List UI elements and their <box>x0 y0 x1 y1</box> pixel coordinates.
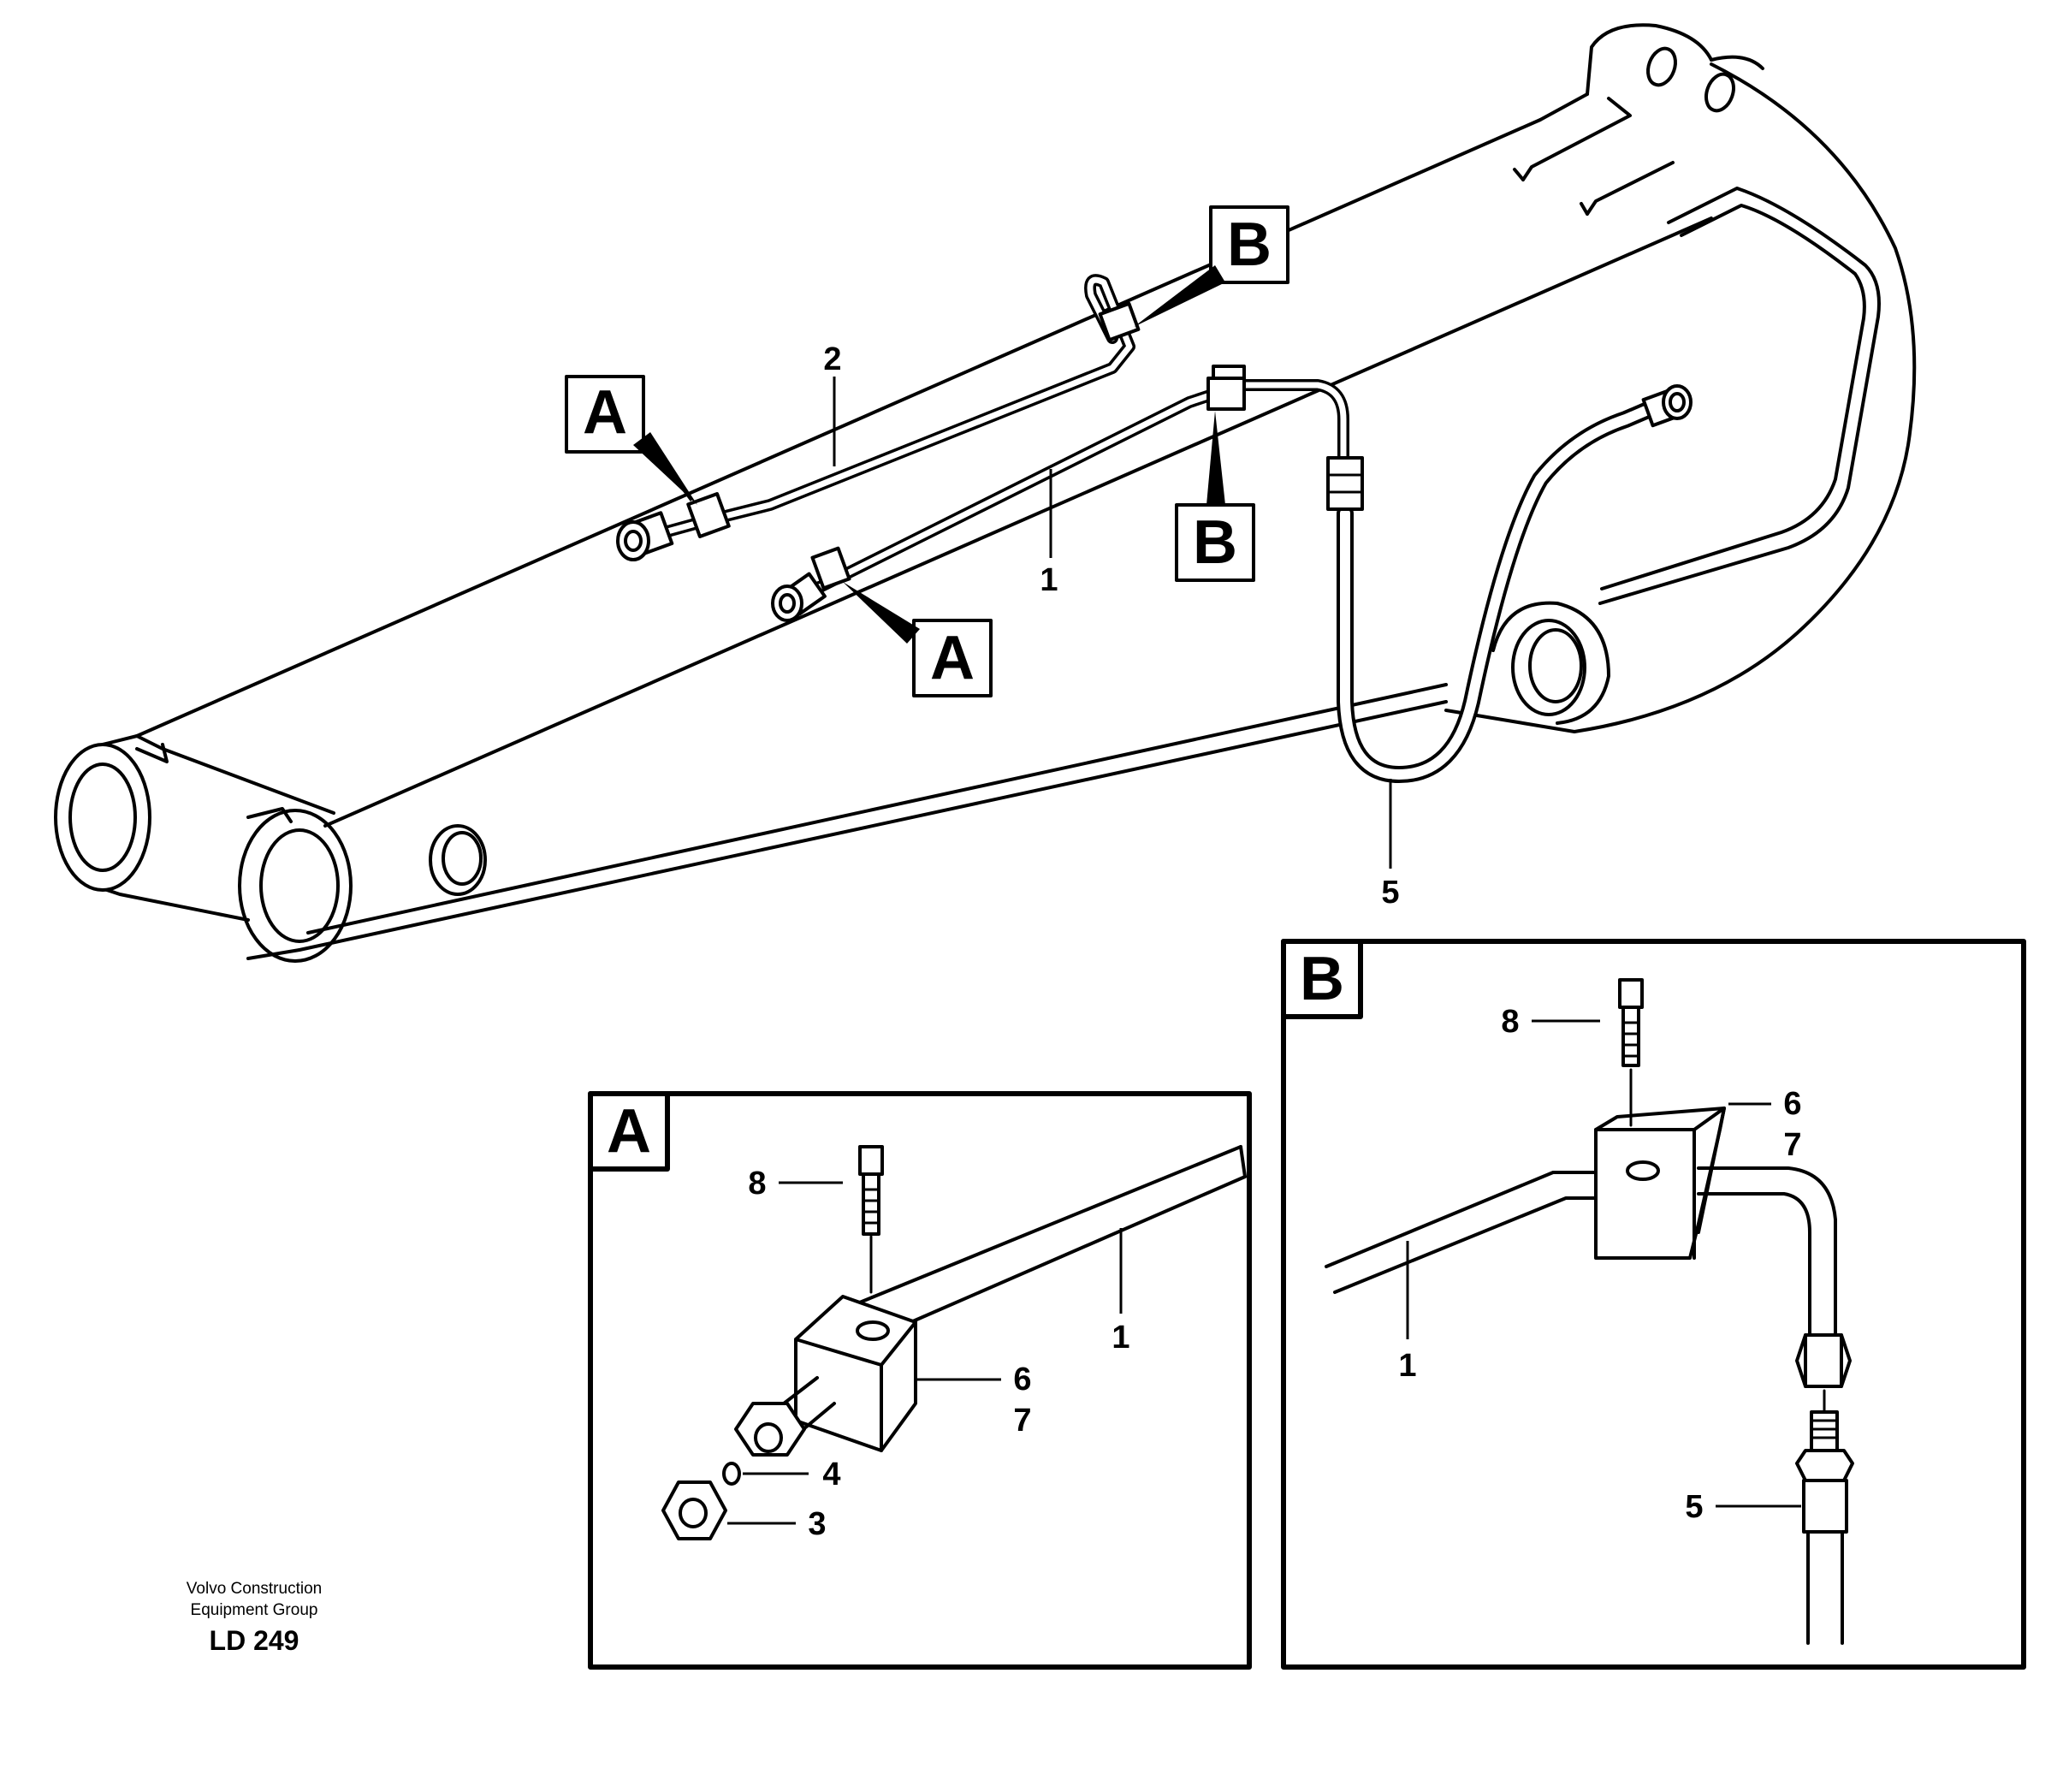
hydraulic-tubes <box>616 274 1349 622</box>
detail-a-part-1: 1 <box>1112 1320 1129 1356</box>
detail-b-part-1: 1 <box>1398 1348 1416 1384</box>
callout-a-lower-label: A <box>930 624 975 692</box>
detail-b-title: B <box>1300 945 1344 1013</box>
detail-a-part-4: 4 <box>822 1457 840 1492</box>
callout-a-upper-label: A <box>583 378 627 447</box>
callout-box-b-upper <box>1209 205 1289 284</box>
callout-box-a-upper <box>565 375 645 454</box>
excavator-boom <box>54 23 1917 963</box>
detail-a-part-8: 8 <box>748 1166 766 1202</box>
callout-box-a-lower <box>912 619 993 697</box>
footer: Volvo Construction Equipment Group LD 24… <box>187 1580 322 1656</box>
detail-a-part-7: 7 <box>1013 1403 1031 1439</box>
detail-b-panel: B 8 6 7 1 <box>1281 939 2026 1670</box>
detail-a-title: A <box>607 1097 651 1166</box>
detail-a-panel: A 8 1 6 7 4 3 <box>588 1091 1252 1670</box>
part-label-5: 5 <box>1381 875 1399 911</box>
footer-drawing-code: LD 249 <box>210 1625 299 1656</box>
footer-company-line1: Volvo Construction <box>187 1580 322 1598</box>
callout-b-upper-label: B <box>1227 211 1272 279</box>
footer-company-line2: Equipment Group <box>191 1601 318 1619</box>
detail-a-part-3: 3 <box>808 1506 826 1542</box>
detail-b-part-6: 6 <box>1783 1086 1801 1122</box>
callout-b-lower-label: B <box>1193 508 1237 577</box>
detail-b-part-8: 8 <box>1501 1004 1519 1040</box>
callout-box-b-lower <box>1175 503 1255 582</box>
part-label-2: 2 <box>823 341 841 377</box>
part-label-1: 1 <box>1040 562 1058 598</box>
hydraulic-hose <box>1326 384 1693 783</box>
main-callouts: A A B B 2 1 5 <box>565 205 1400 911</box>
detail-b-part-7: 7 <box>1783 1127 1801 1163</box>
detail-b-part-5: 5 <box>1685 1489 1703 1525</box>
detail-a-part-6: 6 <box>1013 1362 1031 1397</box>
